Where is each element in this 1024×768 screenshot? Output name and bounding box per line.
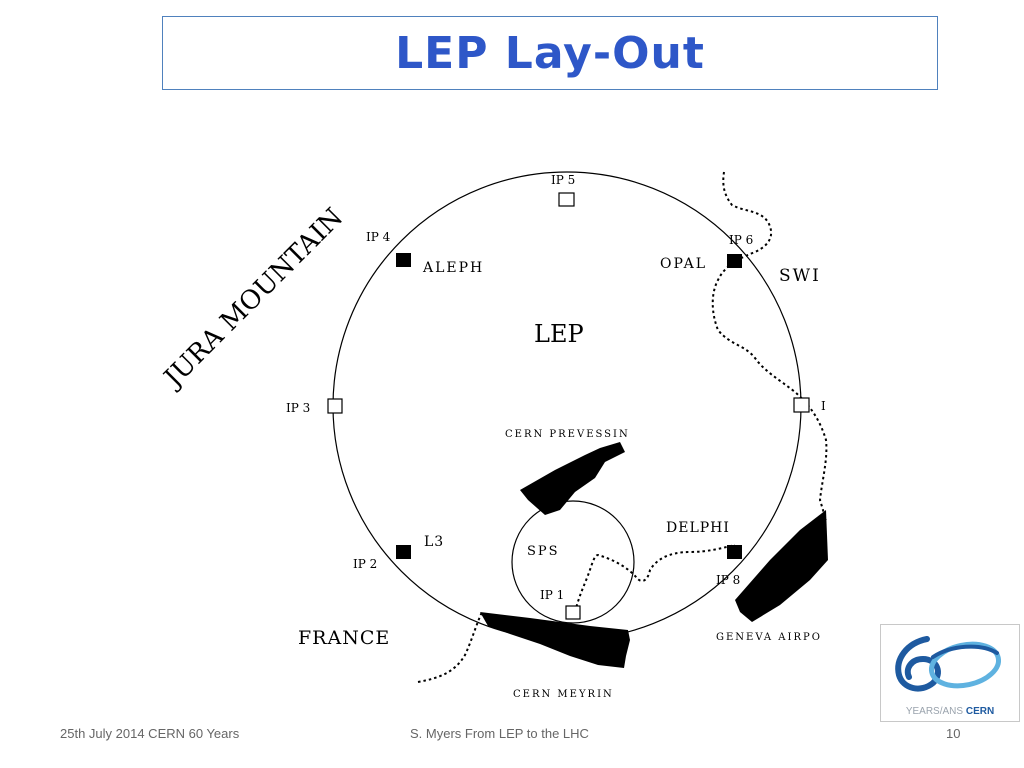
- l3-label: L3: [424, 534, 444, 550]
- ip3-label: IP 3: [286, 401, 310, 415]
- ip1-marker: [565, 605, 581, 620]
- switzerland-label: SWI: [779, 266, 821, 286]
- french-border-line-center: [574, 544, 736, 613]
- ip4-label: IP 4: [366, 230, 391, 244]
- ip2-label: IP 2: [353, 557, 377, 571]
- slide-title: LEP Lay-Out: [395, 27, 705, 79]
- ip6-marker: [727, 254, 742, 268]
- sps-label: SPS: [527, 544, 560, 559]
- footer-author: S. Myers From LEP to the LHC: [410, 726, 589, 741]
- aleph-label: ALEPH: [422, 260, 484, 276]
- ip6-label: IP 6: [729, 233, 753, 247]
- cern-60-logo: YEARS/ANS CERN: [880, 624, 1020, 722]
- ip7-label: I: [821, 399, 826, 413]
- ip8-marker: [727, 545, 742, 559]
- cern-prevessin-site: [520, 442, 625, 515]
- france-label: FRANCE: [298, 627, 390, 649]
- delphi-label: DELPHI: [666, 520, 730, 536]
- logo-cern-text: CERN: [965, 706, 995, 717]
- ip2-marker: [396, 545, 411, 559]
- geneva-airport-site: [735, 510, 828, 622]
- ip7-marker: [793, 397, 810, 413]
- logo-caption: YEARS/ANS CERN: [881, 706, 1019, 717]
- footer-date: 25th July 2014 CERN 60 Years: [60, 726, 240, 741]
- ip4-marker: [396, 253, 411, 267]
- swiss-border-line: [711, 171, 828, 521]
- geneva-airport-label: GENEVA AIRPO: [716, 632, 822, 643]
- cern-meyrin-site: [480, 612, 630, 668]
- title-box: LEP Lay-Out: [162, 16, 938, 90]
- lep-label: LEP: [534, 320, 584, 348]
- footer-page-number: 10: [946, 726, 961, 741]
- ip5-marker: [558, 192, 575, 207]
- ip3-marker: [327, 398, 343, 414]
- ip8-label: IP 8: [716, 573, 740, 587]
- opal-label: OPAL: [660, 256, 707, 272]
- ip1-label: IP 1: [540, 588, 564, 602]
- cern-prevessin-label: CERN PREVESSIN: [505, 429, 630, 440]
- sps-ring: [511, 500, 635, 624]
- cern-meyrin-label: CERN MEYRIN: [513, 689, 614, 700]
- ip5-label: IP 5: [551, 173, 575, 187]
- jura-mountain-label: JURA MOUNTAIN: [157, 203, 350, 396]
- cern-60-emblem-icon: [895, 636, 1002, 692]
- french-border-line-left: [417, 611, 483, 683]
- logo-years-text: YEARS/ANS: [905, 706, 964, 717]
